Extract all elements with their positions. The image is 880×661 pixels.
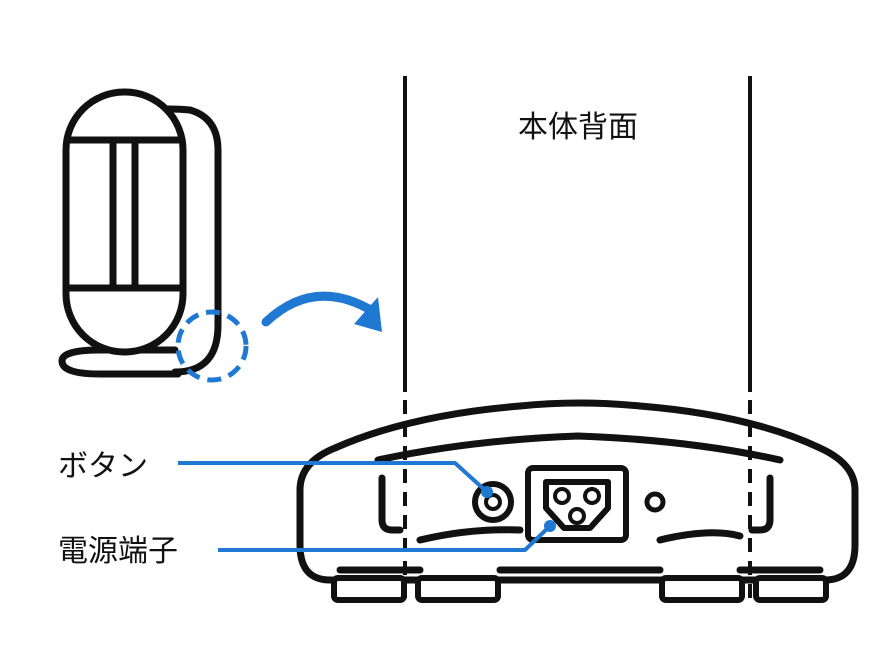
power-terminal-callout-label: 電源端子 <box>58 534 178 569</box>
foot-3 <box>659 575 745 603</box>
rear-button <box>472 481 514 523</box>
base-inner-ridge <box>374 432 784 464</box>
zoom-arrow-head <box>354 297 382 332</box>
indicator-hole <box>644 491 666 513</box>
foot-4 <box>753 575 829 603</box>
foot-2 <box>415 575 501 603</box>
heater-body <box>62 88 187 356</box>
terminal-inner-socket <box>543 479 611 531</box>
detail-highlight-circle <box>175 309 249 383</box>
terminal-leader-dot <box>544 520 556 532</box>
zoom-arrow <box>261 291 382 332</box>
button-inner <box>484 493 502 511</box>
base-lower-right-slot <box>656 529 744 544</box>
heater-element <box>63 136 186 292</box>
terminal-pin-3 <box>568 507 586 525</box>
callout-leaders <box>178 461 552 552</box>
rear-view-title: 本体背面 <box>518 110 638 145</box>
button-leader-line <box>178 461 489 494</box>
foot-1 <box>331 575 407 603</box>
base-lower-left-slot <box>416 526 524 544</box>
base-right-recess <box>748 474 774 534</box>
button-callout-label: ボタン <box>58 449 148 484</box>
terminal-pin-1 <box>553 487 571 505</box>
base-feet <box>331 575 829 603</box>
button-leader-dot <box>481 486 493 498</box>
base-left-recess <box>378 474 404 534</box>
heater-overview <box>58 88 222 378</box>
power-terminal <box>525 465 629 543</box>
terminal-pin-2 <box>583 487 601 505</box>
terminal-leader-line <box>218 524 552 552</box>
heater-stand-arm <box>146 105 222 376</box>
